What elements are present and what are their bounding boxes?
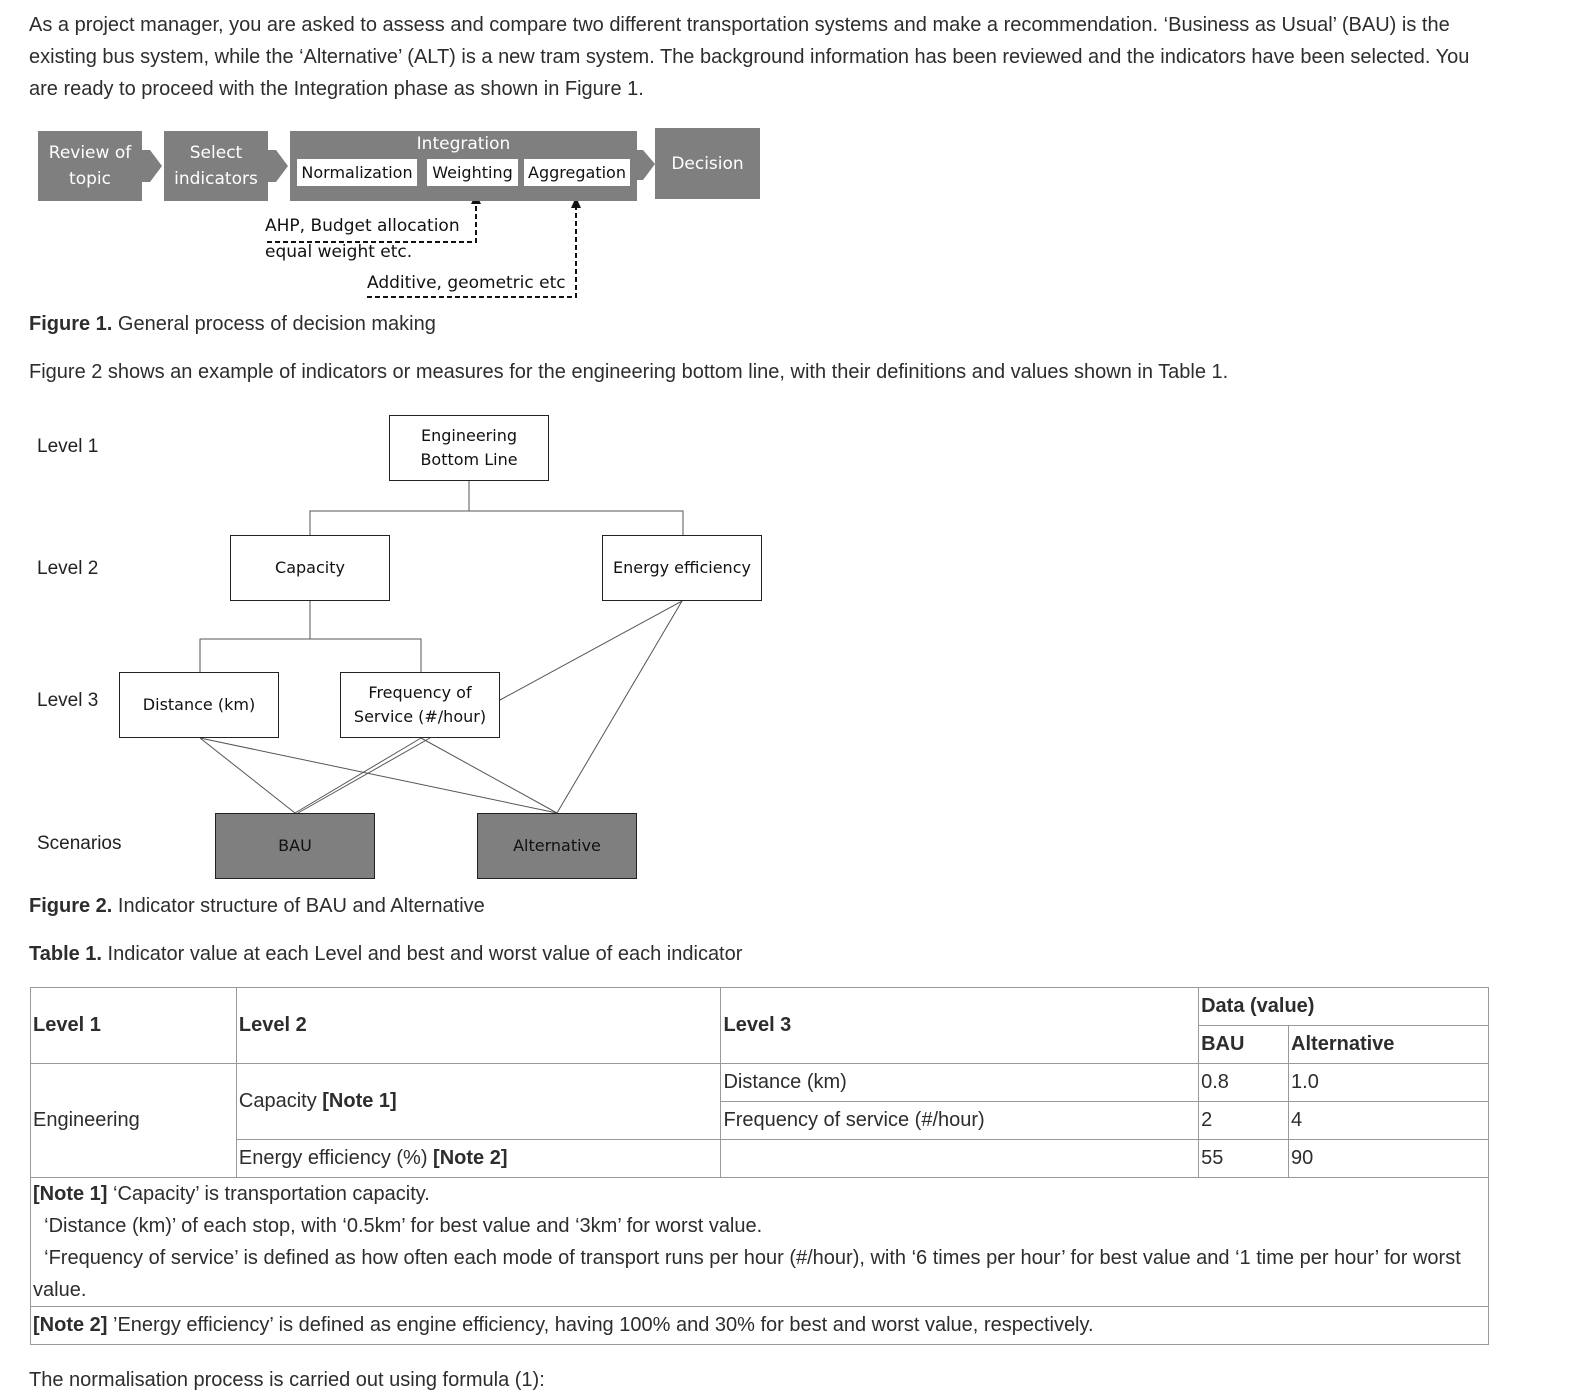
note-ref: [Note 2] (433, 1147, 508, 1169)
indicator-table: Level 1 Level 2 Level 3 Data (value) BAU… (30, 987, 1489, 1345)
cell-level1: Engineering (30, 1063, 237, 1178)
cell-level3: Frequency of service (#/hour) (720, 1101, 1200, 1140)
table-subheader-row: BAU Alternative (31, 1025, 1489, 1064)
note-text: ‘Capacity’ is transportation capacity. (107, 1183, 430, 1205)
weighting-methods-line1: AHP, Budget allocation (265, 216, 460, 236)
cell-energy: Energy efficiency (%) [Note 2] (235, 1139, 722, 1178)
figure-2-connectors (199, 481, 684, 814)
note-label: [Note 2] (33, 1314, 108, 1336)
note-ref: [Note 1] (322, 1090, 397, 1112)
substep-normalization: Normalization (297, 159, 417, 186)
header-bau: BAU (1201, 1033, 1245, 1055)
node-energy-efficiency: Energy efficiency (602, 535, 762, 601)
note-2-row: [Note 2] ’Energy efficiency’ is defined … (30, 1306, 1489, 1345)
weighting-methods-line2: equal weight etc. (265, 242, 413, 262)
note-1-row: [Note 1] ‘Capacity’ is transportation ca… (30, 1177, 1489, 1307)
caption-label: Figure 1. (29, 313, 113, 335)
level-3-label: Level 3 (37, 690, 99, 711)
capacity-text: Capacity (238, 1090, 323, 1112)
level-1-label: Level 1 (37, 436, 99, 457)
substep-aggregation: Aggregation (524, 159, 630, 186)
note-label: [Note 1] (33, 1183, 108, 1205)
cell-alt: 1.0 (1288, 1063, 1489, 1102)
caption-text: General process of decision making (112, 313, 436, 335)
caption-label: Table 1. (29, 943, 102, 965)
caption-text: Indicator value at each Level and best a… (102, 943, 743, 965)
header-level3: Level 3 (723, 1014, 792, 1036)
paragraph-3: The normalisation process is carried out… (29, 1369, 545, 1391)
table-row: Energy efficiency (%) [Note 2] 55 90 (31, 1139, 1489, 1178)
cell-alt: 90 (1288, 1139, 1489, 1178)
table-header-row: Level 1 Level 2 Level 3 Data (value) (30, 987, 1489, 1064)
figure-2-caption: Figure 2. Indicator structure of BAU and… (29, 890, 1479, 922)
step-review-of-topic: Review of topic (38, 131, 142, 201)
node-capacity: Capacity (230, 535, 390, 601)
note-text: ‘Distance (km)’ of each stop, with ‘0.5k… (33, 1215, 763, 1237)
note-1: [Note 1] ‘Capacity’ is transportation ca… (30, 1177, 1489, 1307)
table-row: Engineering Capacity [Note 1] Distance (… (30, 1063, 1489, 1178)
cell-level3: Distance (km) (720, 1063, 1200, 1102)
level-2-label: Level 2 (37, 558, 99, 579)
cell-bau: 2 (1198, 1101, 1290, 1140)
note-2: [Note 2] ’Energy efficiency’ is defined … (30, 1306, 1489, 1345)
header-level2: Level 2 (238, 1014, 307, 1036)
step-decision: Decision (655, 128, 760, 199)
cell-capacity: Capacity [Note 1] (235, 1063, 722, 1140)
cell-alt: 4 (1288, 1101, 1489, 1140)
paragraph-2: Figure 2 shows an example of indicators … (29, 361, 1229, 383)
integration-label: Integration (416, 134, 511, 154)
note-text: ‘Frequency of service’ is defined as how… (33, 1247, 1467, 1301)
table-1-caption: Table 1. Indicator value at each Level a… (29, 938, 1479, 970)
node-engineering-bottom-line: Engineering Bottom Line (389, 415, 549, 481)
header-level1: Level 1 (33, 1014, 101, 1036)
caption-label: Figure 2. (29, 895, 113, 917)
node-frequency-of-service: Frequency of Service (#/hour) (340, 672, 500, 738)
step-select-indicators: Select indicators (164, 131, 268, 201)
caption-text: Indicator structure of BAU and Alternati… (112, 895, 485, 917)
cell-bau: 55 (1198, 1139, 1290, 1178)
node-alternative: Alternative (477, 813, 637, 879)
note-text: ’Energy efficiency’ is defined as engine… (107, 1314, 1094, 1336)
scenarios-label: Scenarios (37, 833, 122, 854)
substep-weighting: Weighting (427, 159, 518, 186)
intro-paragraph: As a project manager, you are asked to a… (29, 14, 1470, 100)
cell-level3 (720, 1139, 1200, 1178)
figure-1-caption: Figure 1. General process of decision ma… (29, 308, 1479, 340)
energy-text: Energy efficiency (%) (238, 1147, 434, 1169)
node-bau: BAU (215, 813, 375, 879)
node-distance: Distance (km) (119, 672, 279, 738)
header-data: Data (value) (1201, 995, 1315, 1017)
cell-bau: 0.8 (1198, 1063, 1290, 1102)
aggregation-methods: Additive, geometric etc (367, 273, 566, 293)
header-alternative: Alternative (1291, 1033, 1395, 1055)
